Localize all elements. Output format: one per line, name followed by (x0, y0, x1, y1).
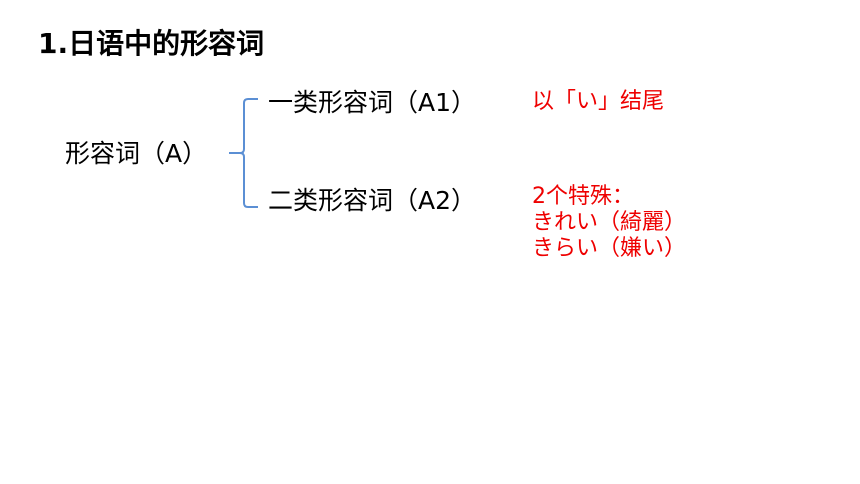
diagram-root-node: 形容词（A） (65, 139, 208, 168)
slide-title: 1.日语中的形容词 (38, 27, 265, 60)
diagram-child-a1: 一类形容词（A1） (268, 88, 477, 117)
brace-connector-line (229, 98, 258, 208)
note-a1: 以「い」结尾 (532, 89, 664, 115)
note-a2-line-1: 2个特殊： (532, 184, 634, 209)
diagram-child-a2: 二类形容词（A2） (268, 186, 477, 215)
note-a2-line-2: きれい（綺麗） (532, 210, 687, 235)
note-a1-line: 以「い」结尾 (532, 89, 665, 114)
note-a2: 2个特殊： きれい（綺麗） きらい（嫌い） (532, 184, 686, 262)
note-a2-line-3: きらい（嫌い） (532, 236, 687, 261)
